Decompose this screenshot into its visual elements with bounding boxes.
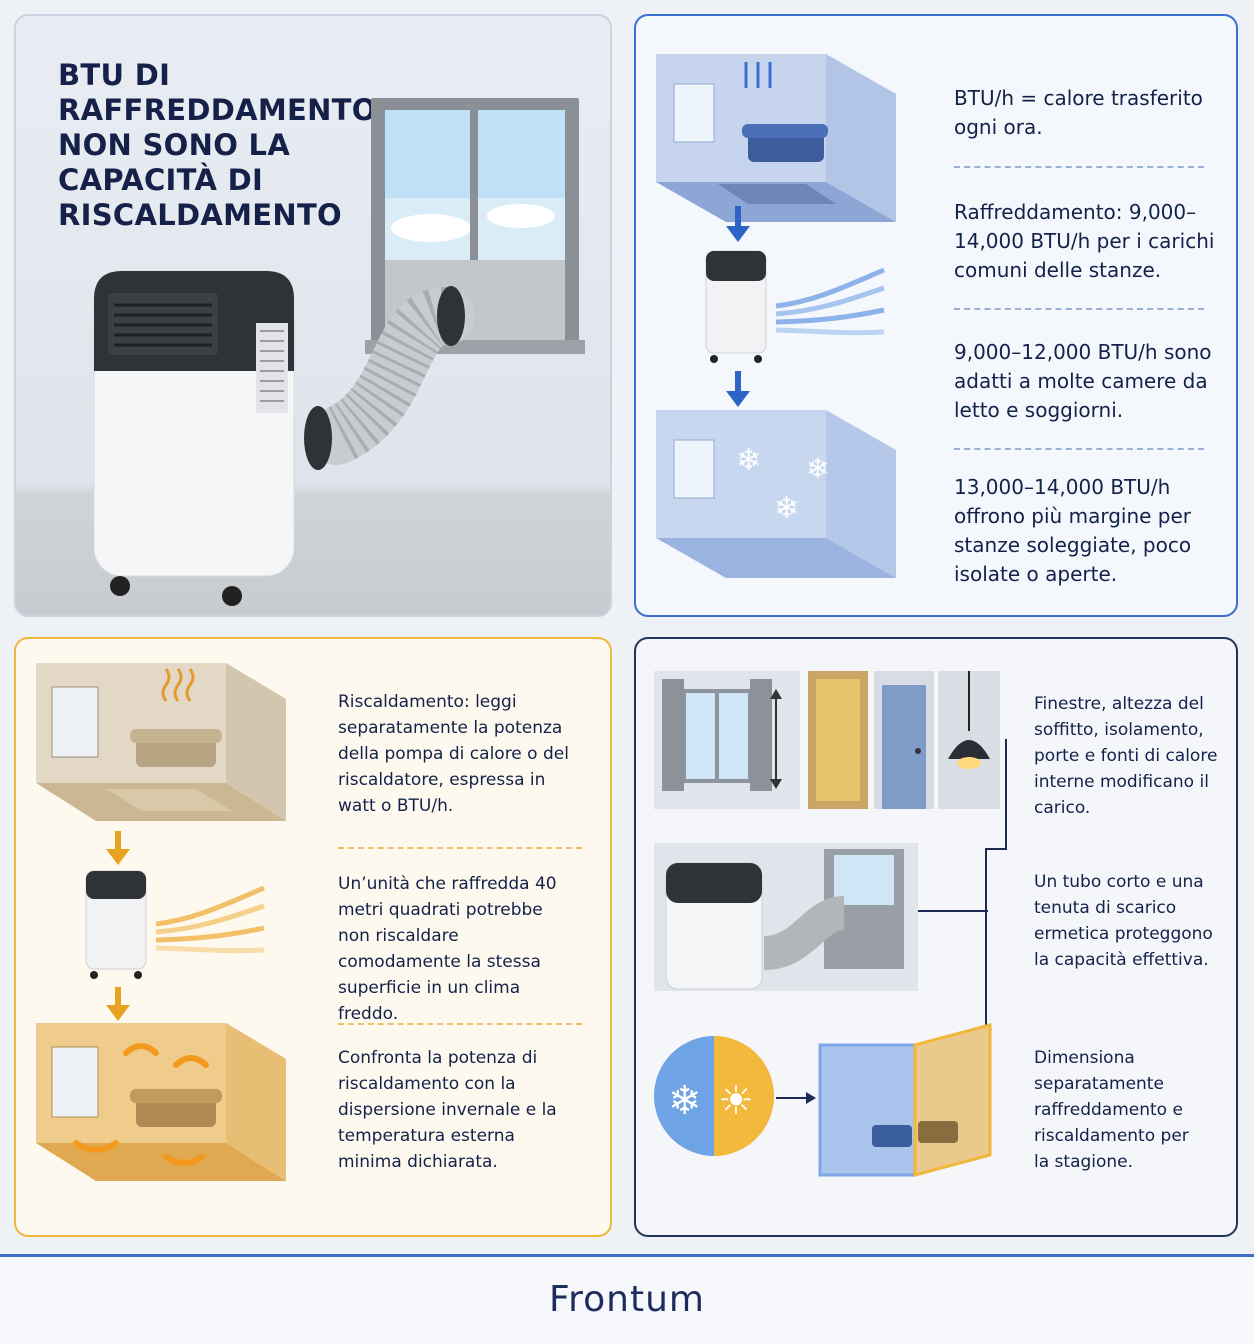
- factors-text-3: Dimensiona separatamente raffreddamento …: [1034, 1048, 1189, 1172]
- down-arrow-icon: [106, 987, 130, 1021]
- room-illustration-heated: [36, 1023, 286, 1181]
- window-illustration: [365, 98, 585, 354]
- connector-lines: [918, 739, 1007, 1129]
- factors-panel: ❄ ☀ Finestre, altezza del soffitto, isol…: [634, 637, 1238, 1237]
- room-illustration-cold: [36, 663, 286, 821]
- pendant-lamp-icon: [938, 671, 1000, 809]
- room-illustration-cooled: ❄ ❄ ❄: [656, 410, 896, 578]
- cooling-panel: ❄ ❄ ❄ BTU/h = calore trasferito ogni ora…: [634, 14, 1238, 617]
- season-toggle-icon: ❄ ☀: [654, 1036, 774, 1156]
- heating-text-2: Un’unità che raffredda 40 metri quadrati…: [338, 874, 557, 1024]
- hero-panel: BTU DI RAFFREDDAMENTO NON SONO LA CAPACI…: [14, 14, 612, 617]
- hero-title: BTU DI RAFFREDDAMENTO NON SONO LA CAPACI…: [58, 58, 377, 232]
- svg-text:❄: ❄: [736, 443, 761, 478]
- svg-text:☀: ☀: [718, 1078, 754, 1124]
- right-arrow-icon: [776, 1092, 816, 1104]
- factors-text-2: Un tubo corto e una tenuta di scarico er…: [1034, 872, 1213, 970]
- footer: Frontum: [0, 1254, 1254, 1344]
- small-ac-unit-icon: [705, 250, 767, 363]
- heating-panel: Riscaldamento: leggi separatamente la po…: [14, 637, 612, 1237]
- svg-text:❄: ❄: [806, 452, 829, 485]
- divider: [954, 448, 1204, 450]
- down-arrow-icon: [106, 831, 130, 865]
- small-ac-unit-icon: [85, 870, 147, 979]
- svg-text:❄: ❄: [774, 491, 799, 526]
- factors-text-1: Finestre, altezza del soffitto, isolamen…: [1034, 694, 1218, 818]
- warm-airflow-icon: [155, 885, 265, 954]
- svg-text:❄: ❄: [668, 1078, 702, 1124]
- divider: [954, 308, 1204, 310]
- exhaust-hose-illustration: [304, 286, 475, 470]
- door-icon: [874, 671, 934, 809]
- split-room-illustration: [818, 1023, 992, 1177]
- heating-text-1: Riscaldamento: leggi separatamente la po…: [338, 692, 569, 816]
- window-tile: [654, 671, 800, 809]
- cool-airflow-icon: [775, 267, 885, 336]
- cooling-text-1: BTU/h = calore trasferito ogni ora.: [954, 86, 1203, 139]
- height-arrow-icon: [770, 689, 782, 789]
- ac-window-tile: [654, 843, 918, 991]
- divider: [338, 1023, 582, 1025]
- room-illustration-warm: [656, 54, 896, 222]
- cooling-text-2: Raffreddamento: 9,000–14,000 BTU/h per i…: [954, 200, 1215, 282]
- brand-logo: Frontum: [549, 1279, 705, 1320]
- cooling-text-3: 9,000–12,000 BTU/h sono adatti a molte c…: [954, 340, 1212, 422]
- insulation-tile: [808, 671, 868, 809]
- divider: [338, 847, 582, 849]
- cooling-text-4: 13,000–14,000 BTU/h offrono più margine …: [954, 475, 1192, 586]
- divider: [954, 166, 1204, 168]
- heating-text-3: Confronta la potenza di riscaldamento co…: [338, 1048, 557, 1172]
- portable-ac-illustration: [93, 270, 295, 606]
- down-arrow-icon: [726, 371, 750, 407]
- down-arrow-icon: [726, 206, 750, 242]
